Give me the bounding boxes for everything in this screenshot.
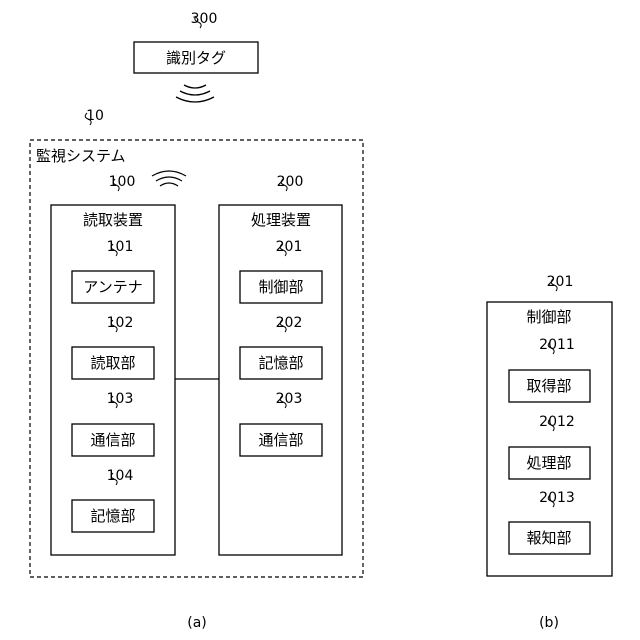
- processing-label: 処理部: [526, 454, 571, 472]
- acquisition-label: 取得部: [526, 377, 571, 395]
- reader-ref: 100: [109, 174, 136, 190]
- processor-ref: 200: [277, 174, 304, 190]
- reader-part-ref: 104: [107, 468, 134, 484]
- control-part-ref: 2013: [539, 490, 575, 506]
- control-part-ref: 2012: [539, 414, 575, 430]
- processor-storage-label: 記憶部: [258, 354, 303, 372]
- caption-a: (a): [187, 615, 207, 631]
- reader-comm-label: 通信部: [90, 431, 135, 449]
- reader-part-ref: 102: [107, 315, 134, 331]
- processor-box: [219, 205, 342, 555]
- processor-part-ref: 203: [276, 391, 303, 407]
- processor-label: 処理装置: [251, 211, 311, 229]
- system-ref: 10: [86, 108, 104, 124]
- notification-label: 報知部: [526, 529, 571, 547]
- processor-comm-label: 通信部: [258, 431, 303, 449]
- system-label: 監視システム: [36, 147, 126, 165]
- reader-wireless-icon: [152, 171, 186, 186]
- antenna-label: アンテナ: [83, 278, 142, 296]
- reading-unit-label: 読取部: [90, 354, 135, 372]
- tag-label: 識別タグ: [166, 49, 226, 67]
- processor-control-label: 制御部: [258, 278, 303, 296]
- processor-part-ref: 201: [276, 239, 303, 255]
- control-ref: 201: [547, 274, 574, 290]
- control-label: 制御部: [526, 308, 571, 326]
- control-part-ref: 2011: [539, 337, 575, 353]
- reader-storage-label: 記憶部: [90, 507, 135, 525]
- tag-wireless-icon: [176, 85, 214, 102]
- processor-part-ref: 202: [276, 315, 303, 331]
- reader-label: 読取装置: [83, 211, 143, 229]
- caption-b: (b): [539, 615, 559, 631]
- reader-part-ref: 101: [107, 239, 134, 255]
- reader-part-ref: 103: [107, 391, 134, 407]
